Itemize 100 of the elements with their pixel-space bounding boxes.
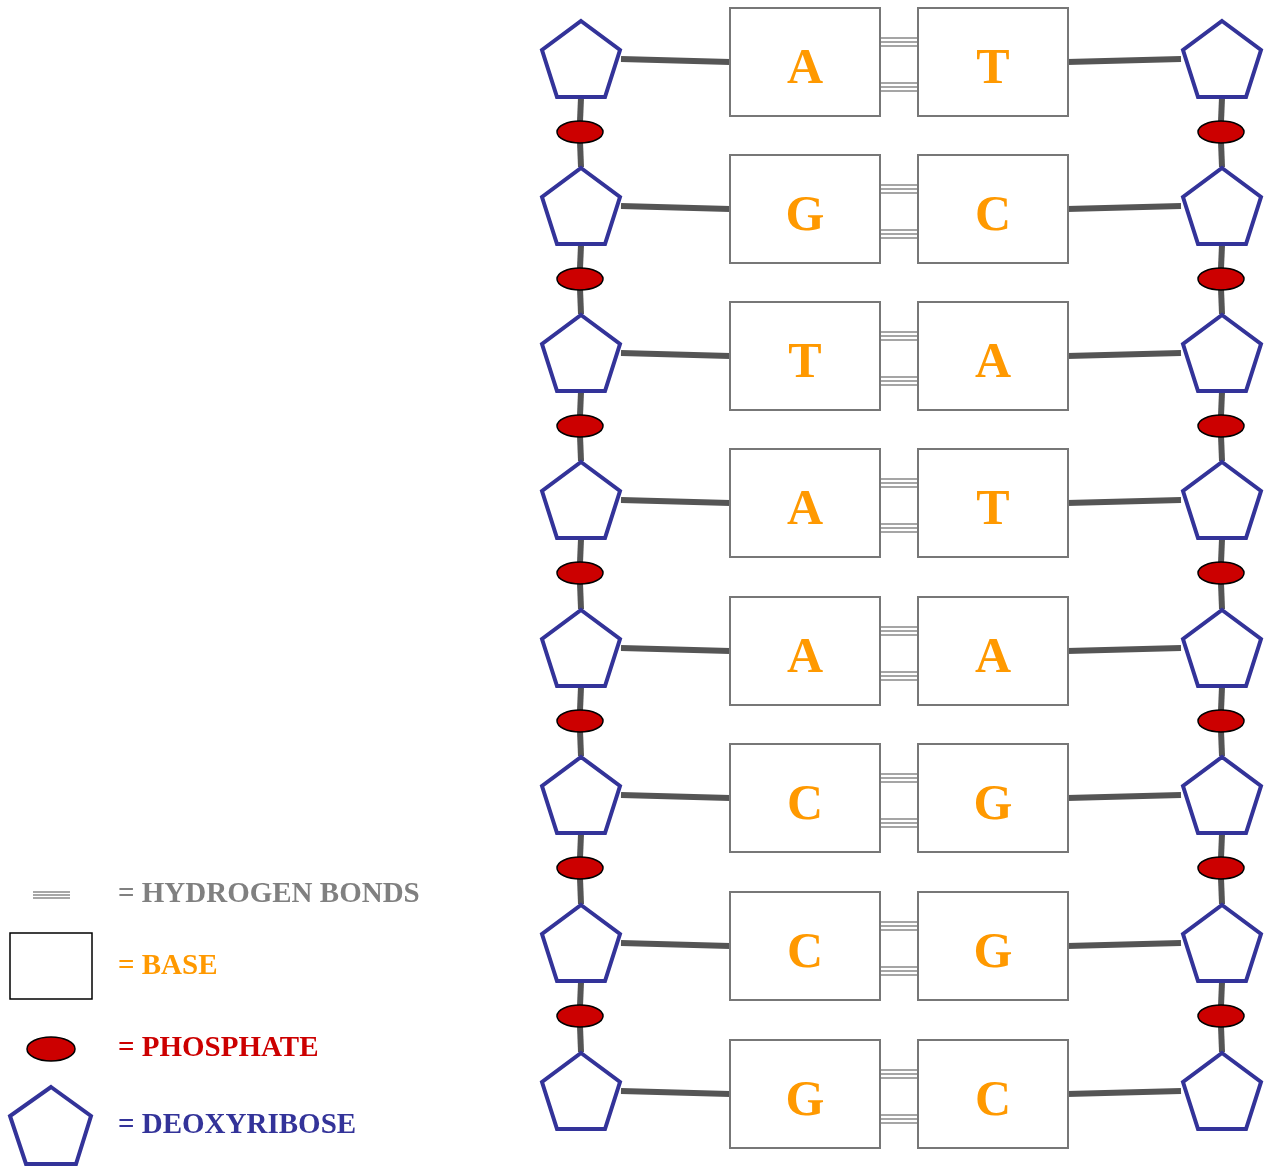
connector-line: [620, 1088, 731, 1097]
connector-line: [1218, 141, 1225, 168]
connector-line: [1218, 877, 1225, 905]
connector-line: [1218, 582, 1225, 610]
base-box: [917, 743, 1069, 853]
deoxyribose-pentagon: [539, 754, 623, 836]
connector-line: [1218, 981, 1225, 1007]
connector-line: [577, 391, 584, 416]
connector-line: [1218, 730, 1225, 757]
base-box: [917, 448, 1069, 558]
connector-line: [577, 435, 584, 462]
base-letter: G: [973, 773, 1013, 831]
base-letter: C: [974, 184, 1012, 242]
connector-line: [620, 497, 731, 506]
connector-line: [620, 940, 731, 949]
legend-label: = BASE: [118, 948, 218, 981]
connector-line: [577, 97, 584, 122]
base-box: [917, 301, 1069, 411]
connector-line: [577, 981, 584, 1007]
deoxyribose-pentagon: [539, 902, 623, 984]
base-box: [917, 596, 1069, 706]
connector-line: [577, 288, 584, 315]
base-letter: A: [786, 626, 824, 684]
deoxyribose-pentagon: [539, 1050, 623, 1132]
phosphate-ellipse: [556, 561, 604, 585]
deoxyribose-pentagon: [539, 459, 623, 541]
base-box: [917, 1039, 1069, 1149]
connector-line: [577, 833, 584, 859]
phosphate-ellipse: [556, 1004, 604, 1028]
base-letter: C: [786, 921, 824, 979]
deoxyribose-pentagon: [1180, 459, 1264, 541]
phosphate-ellipse: [556, 413, 604, 438]
base-letter: C: [974, 1069, 1012, 1127]
base-letter: T: [976, 37, 1010, 95]
base-letter: G: [785, 1069, 825, 1127]
base-letter: T: [788, 331, 822, 389]
connector-line: [577, 582, 584, 610]
connector-line: [1218, 435, 1225, 462]
base-box: [729, 891, 881, 1001]
connector-line: [577, 686, 584, 711]
legend-label: = PHOSPHATE: [118, 1030, 319, 1063]
connector-line: [577, 1025, 584, 1053]
base-box: [729, 448, 881, 558]
base-box: [917, 891, 1069, 1001]
deoxyribose-pentagon: [539, 165, 623, 247]
connector-line: [1218, 391, 1225, 416]
base-letter: C: [786, 773, 824, 831]
deoxyribose-pentagon: [1180, 312, 1264, 394]
base-letter: A: [974, 331, 1012, 389]
base-box: [729, 596, 881, 706]
base-box: [729, 743, 881, 853]
connector-line: [1218, 288, 1225, 315]
deoxyribose-pentagon: [1180, 1050, 1264, 1132]
deoxyribose-pentagon: [539, 18, 623, 100]
phosphate-ellipse: [556, 266, 604, 291]
deoxyribose-pentagon: [539, 607, 623, 689]
phosphate-ellipse: [1197, 119, 1245, 144]
phosphate-ellipse: [1197, 413, 1245, 438]
legend-label: = HYDROGEN BONDS: [118, 876, 420, 909]
connector-line: [620, 792, 731, 801]
base-box: [917, 154, 1069, 264]
base-letter: A: [786, 478, 824, 536]
connector-line: [1218, 244, 1225, 269]
phosphate-ellipse: [556, 119, 604, 144]
connector-line: [1218, 538, 1225, 564]
deoxyribose-pentagon: [1180, 902, 1264, 984]
base-letter: A: [974, 626, 1012, 684]
deoxyribose-pentagon: [1180, 754, 1264, 836]
base-letter: T: [976, 478, 1010, 536]
connector-line: [620, 645, 731, 654]
phosphate-ellipse: [1197, 266, 1245, 291]
connector-line: [620, 350, 731, 359]
connector-line: [1218, 686, 1225, 711]
deoxyribose-pentagon: [1180, 607, 1264, 689]
connector-line: [1218, 97, 1225, 122]
base-box: [729, 301, 881, 411]
base-box: [729, 154, 881, 264]
phosphate-ellipse: [556, 708, 604, 733]
connector-line: [577, 877, 584, 905]
legend-label: = DEOXYRIBOSE: [118, 1107, 357, 1140]
connector-line: [1218, 833, 1225, 859]
base-box: [729, 7, 881, 117]
phosphate-ellipse: [556, 856, 604, 880]
phosphate-ellipse: [1197, 561, 1245, 585]
connector-line: [577, 141, 584, 168]
connector-line: [577, 244, 584, 269]
connector-line: [1218, 1025, 1225, 1053]
connector-line: [577, 538, 584, 564]
phosphate-ellipse: [1197, 1004, 1245, 1028]
phosphate-ellipse: [1197, 708, 1245, 733]
connector-line: [620, 203, 731, 212]
base-letter: G: [973, 921, 1013, 979]
phosphate-ellipse: [1197, 856, 1245, 880]
deoxyribose-pentagon: [1180, 18, 1264, 100]
base-box: [729, 1039, 881, 1149]
connector-line: [577, 730, 584, 757]
base-box: [917, 7, 1069, 117]
base-letter: A: [786, 37, 824, 95]
base-letter: G: [785, 184, 825, 242]
deoxyribose-pentagon: [539, 312, 623, 394]
